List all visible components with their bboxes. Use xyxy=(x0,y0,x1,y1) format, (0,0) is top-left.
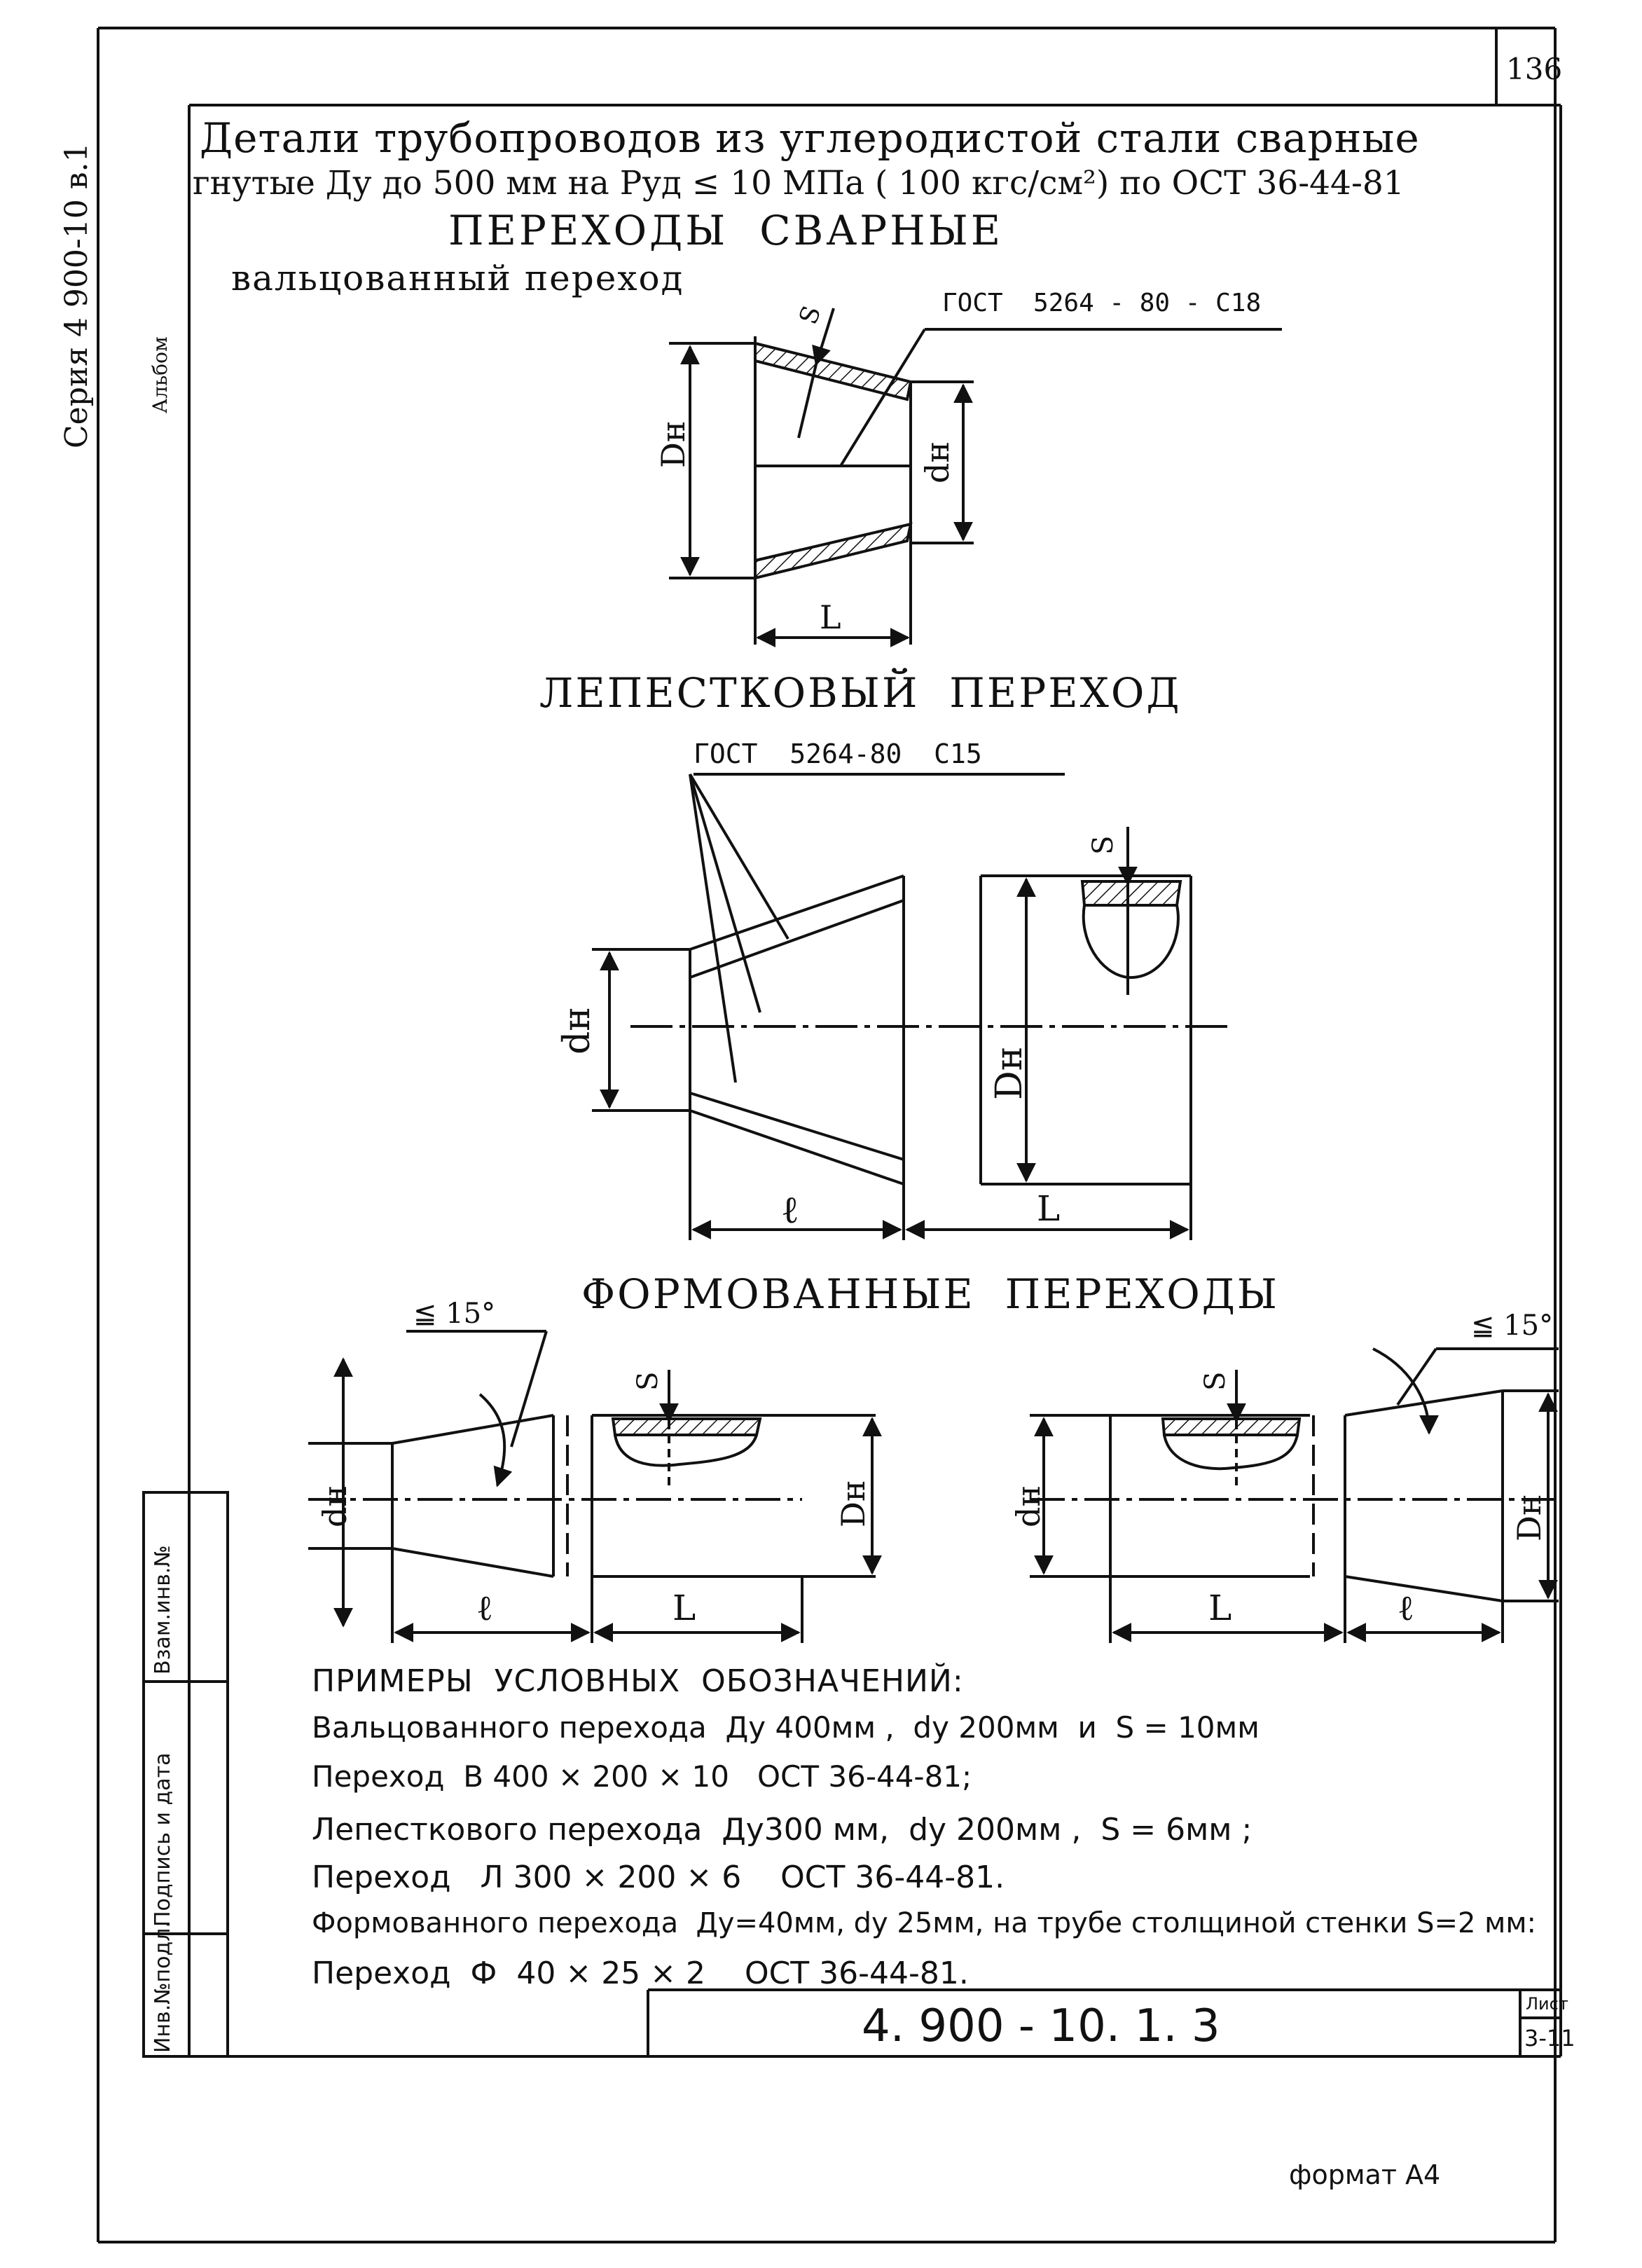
example-line-6: Переход Ф 40 × 25 × 2 ОСТ 36-44-81. xyxy=(312,1956,969,1991)
example-line-1: Вальцованного перехода Ду 400мм , dу 200… xyxy=(312,1710,1260,1745)
rolled-dn-label: Dн xyxy=(654,420,692,468)
example-line-2: Переход В 400 × 200 × 10 ОСТ 36-44-81; xyxy=(312,1759,972,1794)
example-line-5: Формованного перехода Ду=40мм, dу 25мм, … xyxy=(312,1907,1536,1939)
header-line-2: гнутые Ду до 500 мм на Руд ≤ 10 МПа ( 10… xyxy=(193,164,1405,202)
sheet-label: Лист xyxy=(1526,1994,1568,2014)
rolled-gost-label: ГОСТ 5264 - 80 - С18 xyxy=(942,289,1262,317)
petal-dh-label: dн xyxy=(556,1007,598,1054)
formed-reducer-right-drawing xyxy=(1030,1347,1559,1643)
margin-album-code: Альбом xyxy=(149,336,172,413)
formed-left-l-small-label: ℓ xyxy=(476,1588,493,1628)
formed-left-s-label: S xyxy=(632,1371,664,1391)
petal-l-label: L xyxy=(1037,1188,1061,1229)
petal-s-label: S xyxy=(1087,835,1119,855)
format-label: формат А4 xyxy=(1289,2159,1441,2190)
formed-reducer-left-drawing xyxy=(308,1330,882,1643)
document-number: 4. 900 - 10. 1. 3 xyxy=(862,2000,1220,2052)
side-stamp-sign-date: Подпись и дата xyxy=(151,1752,175,1927)
formed-right-l-label: L xyxy=(1208,1588,1232,1628)
title-block xyxy=(647,1988,1561,2056)
petal-reducer-drawing xyxy=(592,773,1229,1240)
rolled-reducer-drawing xyxy=(669,308,1282,647)
margin-series: Серия 4 900-10 в.1 xyxy=(59,142,95,449)
formed-right-dn-label: Dн xyxy=(1510,1494,1548,1541)
header-line-3: ПЕРЕХОДЫ СВАРНЫЕ xyxy=(448,207,1004,254)
rolled-reducer-title: вальцованный переход xyxy=(231,258,684,298)
side-stamp-vzam-inv: Взам.инв.№ xyxy=(151,1545,175,1675)
example-line-4: Переход Л 300 × 200 × 6 ОСТ 36-44-81. xyxy=(312,1860,1005,1895)
sheet-value: 3-11 xyxy=(1524,2025,1575,2051)
rolled-dh-label: dн xyxy=(918,441,956,483)
formed-left-angle-label: ≦ 15° xyxy=(413,1298,496,1330)
side-stamp-column xyxy=(142,1491,229,2058)
formed-right-angle-label: ≦ 15° xyxy=(1471,1310,1554,1342)
formed-right-l-small-label: ℓ xyxy=(1398,1588,1414,1628)
side-stamp-inv-podl: Инв.№подл. xyxy=(151,1921,175,2053)
header-line-1: Детали трубопроводов из углеродистой ста… xyxy=(200,114,1420,162)
example-line-3: Лепесткового перехода Ду300 мм, dу 200мм… xyxy=(312,1812,1253,1848)
petal-l-small-label: ℓ xyxy=(781,1188,799,1232)
rolled-l-label: L xyxy=(820,598,841,636)
formed-left-dh-label: dн xyxy=(316,1485,354,1527)
corner-sheet-number: 136 xyxy=(1506,52,1563,86)
examples-heading: ПРИМЕРЫ УСЛОВНЫХ ОБОЗНАЧЕНИЙ: xyxy=(312,1663,964,1699)
petal-dn-label: Dн xyxy=(988,1046,1030,1100)
sheet-frame xyxy=(97,27,1562,2243)
formed-left-l-label: L xyxy=(672,1588,696,1628)
formed-right-dh-label: dн xyxy=(1009,1485,1047,1527)
formed-left-dn-label: Dн xyxy=(834,1480,872,1527)
petal-gost-label: ГОСТ 5264-80 С15 xyxy=(694,738,982,769)
formed-reducers-title: ФОРМОВАННЫЕ ПЕРЕХОДЫ xyxy=(581,1270,1279,1318)
formed-right-s-label: S xyxy=(1199,1371,1232,1391)
petal-reducer-title: ЛЕПЕСТКОВЫЙ ПЕРЕХОД xyxy=(539,669,1182,717)
